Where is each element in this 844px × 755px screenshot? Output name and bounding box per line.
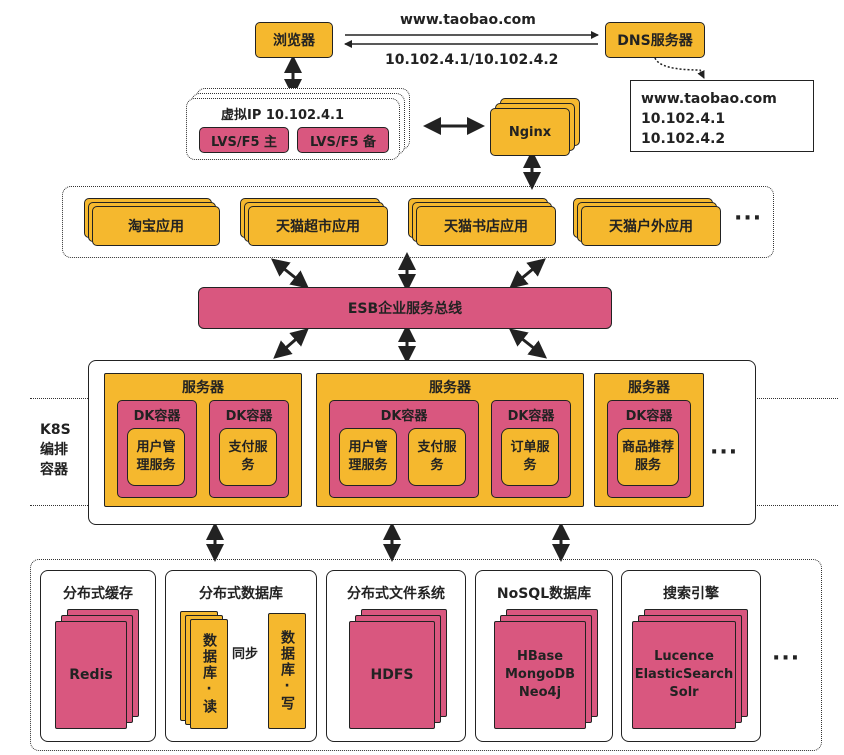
domain-label: www.taobao.com: [400, 12, 536, 28]
storage-group: [30, 559, 822, 751]
dns-record-box: www.taobao.com 10.102.4.1 10.102.4.2: [630, 80, 814, 152]
k8s-more: ···: [710, 440, 739, 465]
k8s-label-line1: K8S: [40, 422, 71, 438]
esb-bus: ESB企业服务总线: [198, 287, 612, 329]
storage-title: 分布式数据库: [199, 586, 283, 602]
storage-title: 分布式缓存: [63, 586, 133, 602]
storage-title: 分布式文件系统: [347, 586, 445, 602]
arrow-dns-lookup: [654, 57, 705, 79]
storage-filesystem: 分布式文件系统 HDFS: [326, 570, 466, 742]
server-box-2: 服务器 DK容器 用户管理服务 支付服务 DK容器 订单服务: [316, 373, 584, 507]
server-title: 服务器: [429, 380, 471, 396]
dns-record-domain: www.taobao.com: [641, 91, 777, 107]
server-box-3: 服务器 DK容器 商品推荐服务: [594, 373, 704, 507]
sync-label: 同步: [232, 647, 259, 662]
dk-container-title: DK容器: [133, 409, 181, 424]
browser-box: 浏览器: [255, 22, 333, 58]
arrow-esb-k8s-left: [273, 328, 309, 359]
server-title: 服务器: [182, 380, 224, 396]
dk-container-title: DK容器: [625, 409, 673, 424]
service-payment: 支付服务: [408, 428, 466, 486]
ip-label: 10.102.4.1/10.102.4.2: [385, 52, 559, 68]
storage-search: 搜索引擎 Lucence ElasticSearch Solr: [621, 570, 761, 742]
dns-record-ip1: 10.102.4.1: [641, 111, 726, 127]
dns-record-ip2: 10.102.4.2: [641, 131, 726, 147]
dk-container-title: DK容器: [380, 409, 428, 424]
arrow-esb-k8s-right: [508, 328, 548, 359]
service-payment: 支付服务: [219, 428, 277, 486]
virtual-ip-label: 虚拟IP 10.102.4.1: [221, 108, 345, 123]
storage-more: ···: [772, 646, 801, 671]
dk-container: DK容器 用户管理服务: [117, 400, 197, 498]
dk-container-title: DK容器: [225, 409, 273, 424]
nginx-box: Nginx: [490, 108, 570, 156]
dk-container: DK容器 订单服务: [491, 400, 571, 498]
hdfs-box: HDFS: [349, 621, 435, 729]
app-tmall-supermarket: 天猫超市应用: [248, 206, 388, 246]
storage-title: NoSQL数据库: [496, 586, 592, 602]
app-tmall-outdoor: 天猫户外应用: [581, 206, 721, 246]
apps-group: [62, 186, 774, 258]
dk-container: DK容器 支付服务: [209, 400, 289, 498]
k8s-label-line2: 编排: [40, 442, 68, 458]
lvs-main-box: LVS/F5 主: [199, 127, 289, 153]
k8s-label: K8S 编排 容器: [40, 420, 71, 480]
service-user-management: 用户管理服务: [339, 428, 397, 486]
app-tmall-bookstore: 天猫书店应用: [416, 206, 556, 246]
nosql-box: HBase MongoDB Neo4j: [494, 621, 586, 729]
storage-nosql: NoSQL数据库 HBase MongoDB Neo4j: [475, 570, 613, 742]
db-write-box: 数据库·写: [268, 613, 306, 729]
db-read-box: 数据库·读: [190, 619, 228, 729]
dk-container: DK容器 用户管理服务 支付服务: [329, 400, 479, 498]
apps-more: ···: [734, 206, 763, 231]
k8s-label-line3: 容器: [40, 462, 68, 478]
server-title: 服务器: [628, 380, 670, 396]
redis-box: Redis: [55, 621, 127, 729]
search-engine-box: Lucence ElasticSearch Solr: [632, 621, 736, 729]
storage-title: 搜索引擎: [663, 586, 719, 602]
storage-cache: 分布式缓存 Redis: [40, 570, 156, 742]
dk-container: DK容器 商品推荐服务: [607, 400, 691, 498]
lvs-backup-box: LVS/F5 备: [297, 127, 389, 153]
dk-container-title: DK容器: [507, 409, 555, 424]
dns-server-box: DNS服务器: [605, 22, 705, 58]
server-box-1: 服务器 DK容器 用户管理服务 DK容器 支付服务: [104, 373, 302, 507]
arrow-apps-esb-left: [270, 258, 310, 289]
app-taobao: 淘宝应用: [92, 206, 220, 246]
service-user-management: 用户管理服务: [127, 428, 185, 486]
arrow-apps-esb-right: [509, 258, 546, 289]
storage-distributed-db: 分布式数据库 数据库·读 同步 数据库·写: [165, 570, 317, 742]
service-order: 订单服务: [501, 428, 559, 486]
virtual-ip-group: 虚拟IP 10.102.4.1 LVS/F5 主 LVS/F5 备: [186, 98, 400, 160]
service-product-recommendation: 商品推荐服务: [617, 428, 679, 486]
